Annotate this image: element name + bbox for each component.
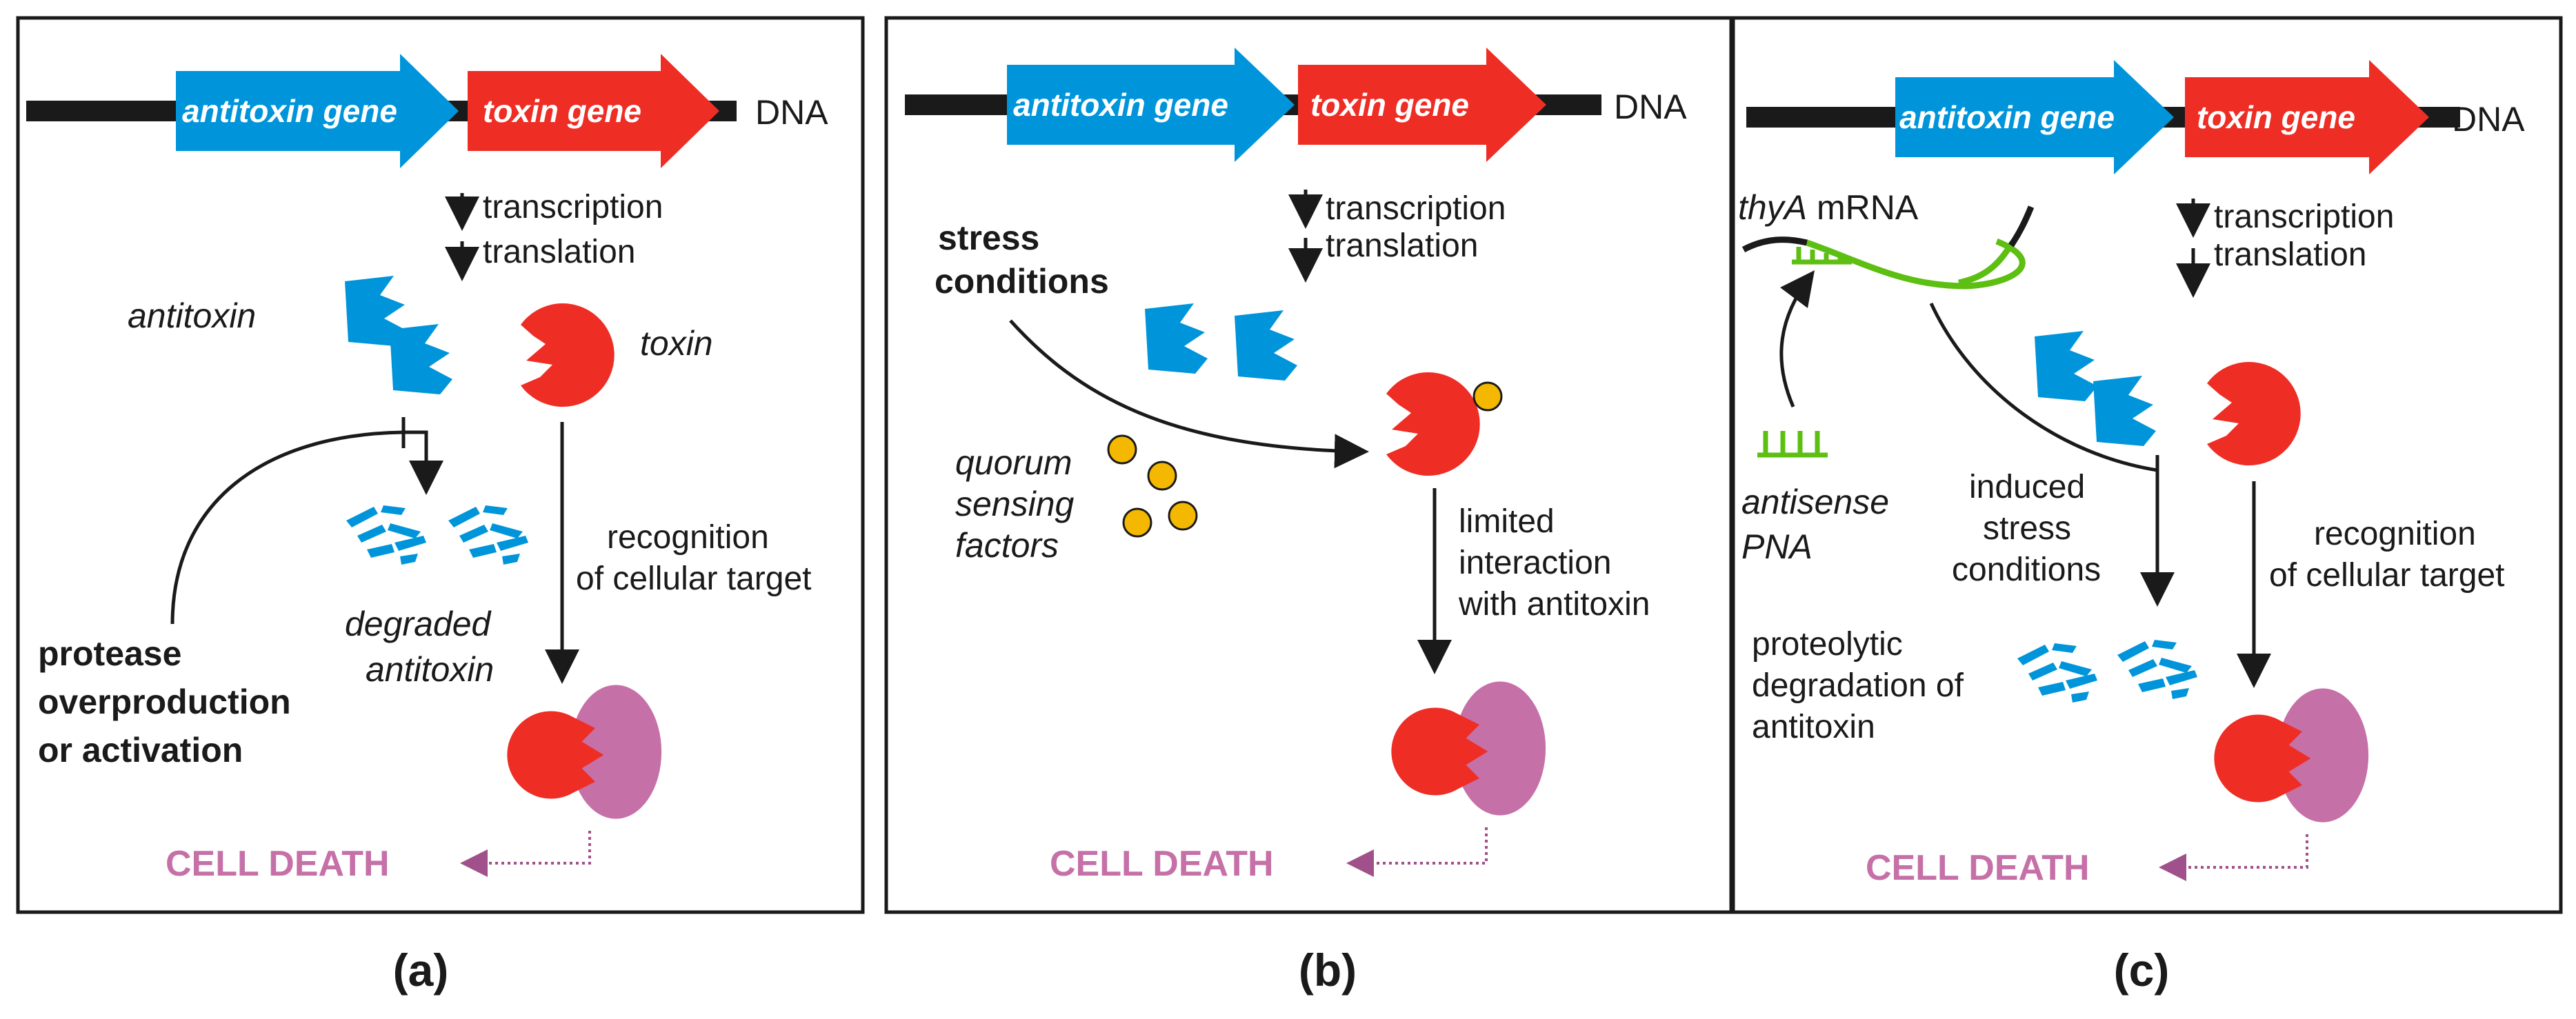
toxin-protein: [1386, 372, 1480, 476]
limited-label: interaction: [1459, 545, 1611, 581]
degraded-antitoxin-shape: [2117, 640, 2197, 699]
induced-label: induced: [1969, 469, 2085, 505]
cell-death-label: CELL DEATH: [1050, 844, 1274, 884]
quorum-factor: [1147, 461, 1177, 491]
panel-label-b: (b): [1299, 945, 1357, 996]
panel-a-frame: [16, 16, 865, 914]
degraded-antitoxin-shape: [448, 505, 528, 565]
thya-mrna-strand: [1806, 238, 2026, 290]
translation-label: translation: [2214, 236, 2366, 273]
panel-c: antitoxin gene toxin gene DNA transcript…: [1738, 60, 2525, 888]
antitoxin-protein: [2035, 331, 2097, 401]
cell-death-label: CELL DEATH: [1866, 848, 2090, 888]
dna-label: DNA: [755, 93, 828, 132]
quorum-label: factors: [955, 526, 1059, 565]
thya-gene-name: thyA: [1738, 188, 1807, 227]
toxin-target-complex: [507, 685, 662, 819]
stress-label: stress: [938, 219, 1039, 257]
pna-label: antisense: [1741, 483, 1889, 521]
toxin-target-complex: [2214, 688, 2369, 823]
quorum-label: quorum: [955, 443, 1072, 482]
panel-b-frame: [884, 16, 1733, 914]
toxin-label: toxin: [640, 324, 713, 363]
antitoxin-protein: [390, 324, 452, 394]
antitoxin-protein: [1145, 303, 1208, 374]
dna-label: DNA: [2452, 100, 2525, 139]
pna-binding-arrow: [1779, 270, 1815, 407]
stress-induction-arrow: [1929, 302, 2158, 472]
recognition-label: recognition: [607, 519, 769, 556]
transcription-label: transcription: [2214, 199, 2394, 235]
toxin-gene-arrow: [1298, 48, 1546, 162]
mrna-word: mRNA: [1807, 188, 1919, 227]
antitoxin-gene-arrow: [1895, 60, 2174, 174]
pna-bound: [1792, 247, 1852, 265]
degraded-antitoxin-shape: [346, 505, 426, 565]
antitoxin-label: antitoxin: [128, 296, 256, 335]
protease-arrow: [170, 430, 443, 625]
panel-label-a: (a): [393, 945, 449, 996]
antitoxin-gene-arrow: [176, 54, 459, 168]
antitoxin-gene-label: antitoxin gene: [1899, 99, 2115, 135]
thya-mrna-strand: [2008, 205, 2035, 248]
quorum-factor-bound: [1472, 381, 1503, 412]
panel-a: antitoxin gene toxin gene DNA transcript…: [26, 54, 828, 884]
protease-label: overproduction: [38, 683, 291, 721]
death-arrow: [2159, 834, 2308, 881]
antitoxin-gene-label: antitoxin gene: [182, 93, 397, 129]
recognition-label: of cellular target: [2269, 557, 2505, 594]
panel-label-c: (c): [2114, 945, 2170, 996]
panel-c-frame: [1731, 16, 2563, 914]
translation-label: translation: [1326, 228, 1478, 264]
quorum-label: sensing: [955, 485, 1075, 523]
recognition-label: of cellular target: [576, 561, 812, 597]
thya-mrna-strand: [1741, 236, 1808, 253]
proteolytic-label: proteolytic: [1752, 626, 1903, 663]
translation-label: translation: [483, 234, 635, 270]
mrna-label: thyA mRNA: [1738, 188, 1919, 227]
stress-arrow: [1009, 319, 1369, 469]
degraded-antitoxin-shape: [2017, 643, 2097, 703]
degraded-label: degraded: [345, 605, 492, 643]
degraded-label: antitoxin: [366, 650, 494, 689]
transcription-label: transcription: [483, 189, 663, 225]
toxin-target-complex: [1391, 681, 1546, 816]
induced-label: conditions: [1952, 552, 2101, 588]
antisense-pna: [1757, 431, 1828, 458]
recognition-label: recognition: [2314, 516, 2476, 552]
stress-label: conditions: [935, 262, 1109, 301]
toxin-protein: [2207, 362, 2301, 465]
toxin-gene-label: toxin gene: [483, 93, 641, 129]
pna-label: PNA: [1741, 527, 1813, 566]
thya-mrna-strand: [1958, 241, 2015, 286]
proteolytic-label: degradation of: [1752, 667, 1964, 704]
death-arrow: [460, 831, 591, 877]
protease-label: protease: [38, 634, 181, 673]
antitoxin-gene-label: antitoxin gene: [1013, 87, 1228, 123]
panel-b: antitoxin gene toxin gene DNA transcript…: [905, 48, 1687, 884]
dna-label: DNA: [1614, 88, 1687, 126]
antitoxin-gene-arrow: [1007, 48, 1295, 162]
limited-label: with antitoxin: [1458, 586, 1650, 623]
transcription-label: transcription: [1326, 190, 1506, 227]
antitoxin-protein: [2093, 376, 2156, 446]
toxin-gene-label: toxin gene: [2197, 99, 2355, 135]
proteolytic-label: antitoxin: [1752, 709, 1875, 745]
induced-label: stress: [1983, 510, 2071, 547]
toxin-gene-arrow: [2185, 60, 2429, 174]
quorum-factor: [1122, 507, 1152, 538]
antitoxin-protein: [1235, 310, 1297, 381]
cell-death-label: CELL DEATH: [166, 844, 390, 884]
toxin-gene-arrow: [468, 54, 719, 168]
quorum-factor: [1107, 434, 1137, 465]
death-arrow: [1346, 827, 1488, 877]
quorum-factor: [1168, 501, 1198, 531]
toxin-protein: [521, 303, 615, 407]
protease-label: or activation: [38, 731, 243, 769]
toxin-gene-label: toxin gene: [1310, 87, 1469, 123]
limited-label: limited: [1459, 503, 1555, 540]
